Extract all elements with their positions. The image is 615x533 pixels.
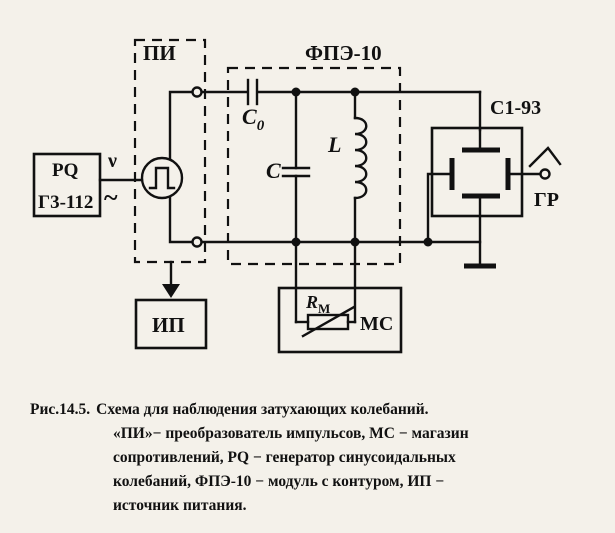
wire-left-plate (426, 172, 454, 244)
caption-line-2: «ПИ»− преобразователь импульсов, МС − ма… (113, 425, 469, 442)
tilde-label: ~ (104, 183, 118, 212)
terminal-top (191, 86, 203, 98)
fpe-label: ФПЭ-10 (305, 41, 382, 65)
circuit-diagram: ПИ ФПЭ-10 PQ Г3-112 ν ~ ИП C0 C L (32, 38, 562, 354)
fpe-block-boundary (226, 66, 402, 266)
oscilloscope-box (430, 126, 524, 218)
gr-label: ГР (534, 189, 559, 211)
mc-resistance-box (277, 286, 403, 354)
g3-112-label: Г3-112 (38, 192, 93, 213)
c1-93-label: С1-93 (490, 97, 541, 119)
caption-line-5: источник питания. (113, 497, 247, 514)
terminal-bottom (191, 236, 203, 248)
caption-line-1: Схема для наблюдения затухающих колебани… (96, 401, 429, 418)
wire-pi-bottom (168, 196, 194, 244)
ip-power-supply-box (134, 298, 208, 350)
ip-label: ИП (152, 313, 185, 337)
pulse-converter-circle (140, 156, 184, 200)
mc-label: МС (360, 313, 393, 335)
sweep-switch-icon (528, 146, 562, 168)
caption-line-3: сопротивлений, PQ − генератор синусоидал… (113, 449, 456, 466)
inductor-l-coil (353, 116, 368, 200)
pq-label: PQ (52, 160, 78, 181)
gr-terminal (539, 168, 551, 180)
pulse-icon (148, 166, 176, 190)
arrow-down-icon (162, 284, 180, 298)
l-label: L (327, 132, 341, 157)
pq-generator-box (32, 152, 102, 218)
rm-label: RМ (305, 292, 330, 316)
caption-line-4: колебаний, ФПЭ-10 − модуль с контуром, И… (113, 473, 445, 490)
pi-label: ПИ (143, 41, 176, 65)
caption-number: Рис.14.5. (30, 401, 91, 418)
nu-label: ν (107, 150, 117, 172)
wire-pi-top (168, 90, 194, 160)
figure-caption: Рис.14.5. Схема для наблюдения затухающих… (30, 398, 600, 518)
c-label: C (266, 158, 281, 183)
c0-label: C0 (242, 104, 265, 134)
rm-variable-arrow (301, 305, 356, 338)
